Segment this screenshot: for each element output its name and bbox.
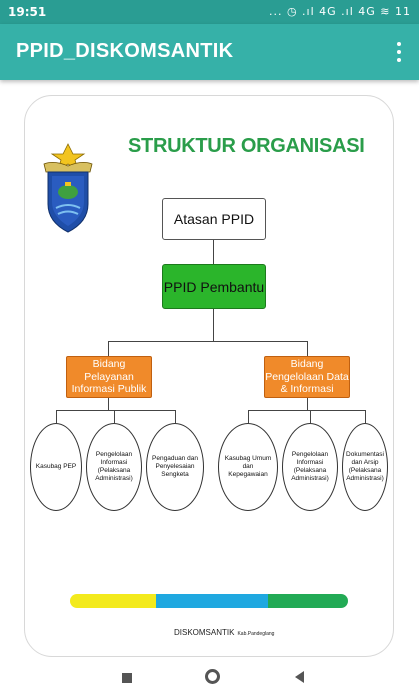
node-kasubag-umum: Kasubag Umum dan Kepegawaian bbox=[218, 423, 278, 511]
node-dokumentasi: Dokumentasi dan Arsip (Pelaksana Adminis… bbox=[342, 423, 388, 511]
connector-line bbox=[213, 240, 214, 264]
connector-line bbox=[108, 398, 109, 410]
node-ppid-pembantu: PPID Pembantu bbox=[162, 264, 266, 309]
node-kasubag-pep: Kasubag PEP bbox=[30, 423, 82, 511]
connector-line bbox=[108, 341, 308, 342]
back-icon[interactable] bbox=[295, 671, 304, 683]
node-pengelolaan-informasi-1: Pengelolaan Informasi (Pelaksana Adminis… bbox=[86, 423, 142, 511]
connector-line bbox=[213, 309, 214, 341]
footer-label: DISKOMSANTIK bbox=[174, 628, 235, 637]
status-time: 19:51 bbox=[8, 5, 47, 19]
connector-line bbox=[108, 341, 109, 356]
color-bar-green bbox=[268, 594, 348, 608]
status-bar: 19:51 ... ◷ .ıl 4G .ıl 4G ≋ 11 bbox=[0, 0, 419, 24]
chart-heading: STRUKTUR ORGANISASI bbox=[128, 135, 365, 157]
overflow-menu-icon[interactable] bbox=[389, 38, 409, 66]
color-bar-blue bbox=[156, 594, 268, 608]
regency-emblem-icon bbox=[43, 143, 93, 233]
home-icon[interactable] bbox=[205, 669, 220, 684]
node-pengelolaan-informasi-2: Pengelolaan Informasi (Pelaksana Adminis… bbox=[282, 423, 338, 511]
status-icons: ... ◷ .ıl 4G .ıl 4G ≋ 11 bbox=[268, 5, 411, 18]
connector-line bbox=[175, 410, 176, 423]
connector-line bbox=[307, 341, 308, 356]
app-bar: PPID_DISKOMSANTIK bbox=[0, 24, 419, 80]
footer-sub: Kab.Pandeglang bbox=[237, 631, 275, 637]
connector-line bbox=[56, 410, 176, 411]
node-pengaduan: Pengaduan dan Penyelesaian Sengketa bbox=[146, 423, 204, 511]
app-title: PPID_DISKOMSANTIK bbox=[16, 40, 234, 62]
node-bidang-pengelolaan: Bidang Pengelolaan Data & Informasi bbox=[264, 356, 350, 398]
recent-apps-icon[interactable] bbox=[122, 673, 132, 683]
node-bidang-pelayanan: Bidang Pelayanan Informasi Publik bbox=[66, 356, 152, 398]
connector-line bbox=[365, 410, 366, 423]
connector-line bbox=[310, 410, 311, 423]
color-bar-yellow bbox=[70, 594, 156, 608]
connector-line bbox=[248, 410, 366, 411]
connector-line bbox=[248, 410, 249, 423]
connector-line bbox=[307, 398, 308, 410]
node-atasan-ppid: Atasan PPID bbox=[162, 198, 266, 240]
connector-line bbox=[114, 410, 115, 423]
navigation-bar bbox=[0, 662, 419, 695]
connector-line bbox=[56, 410, 57, 423]
